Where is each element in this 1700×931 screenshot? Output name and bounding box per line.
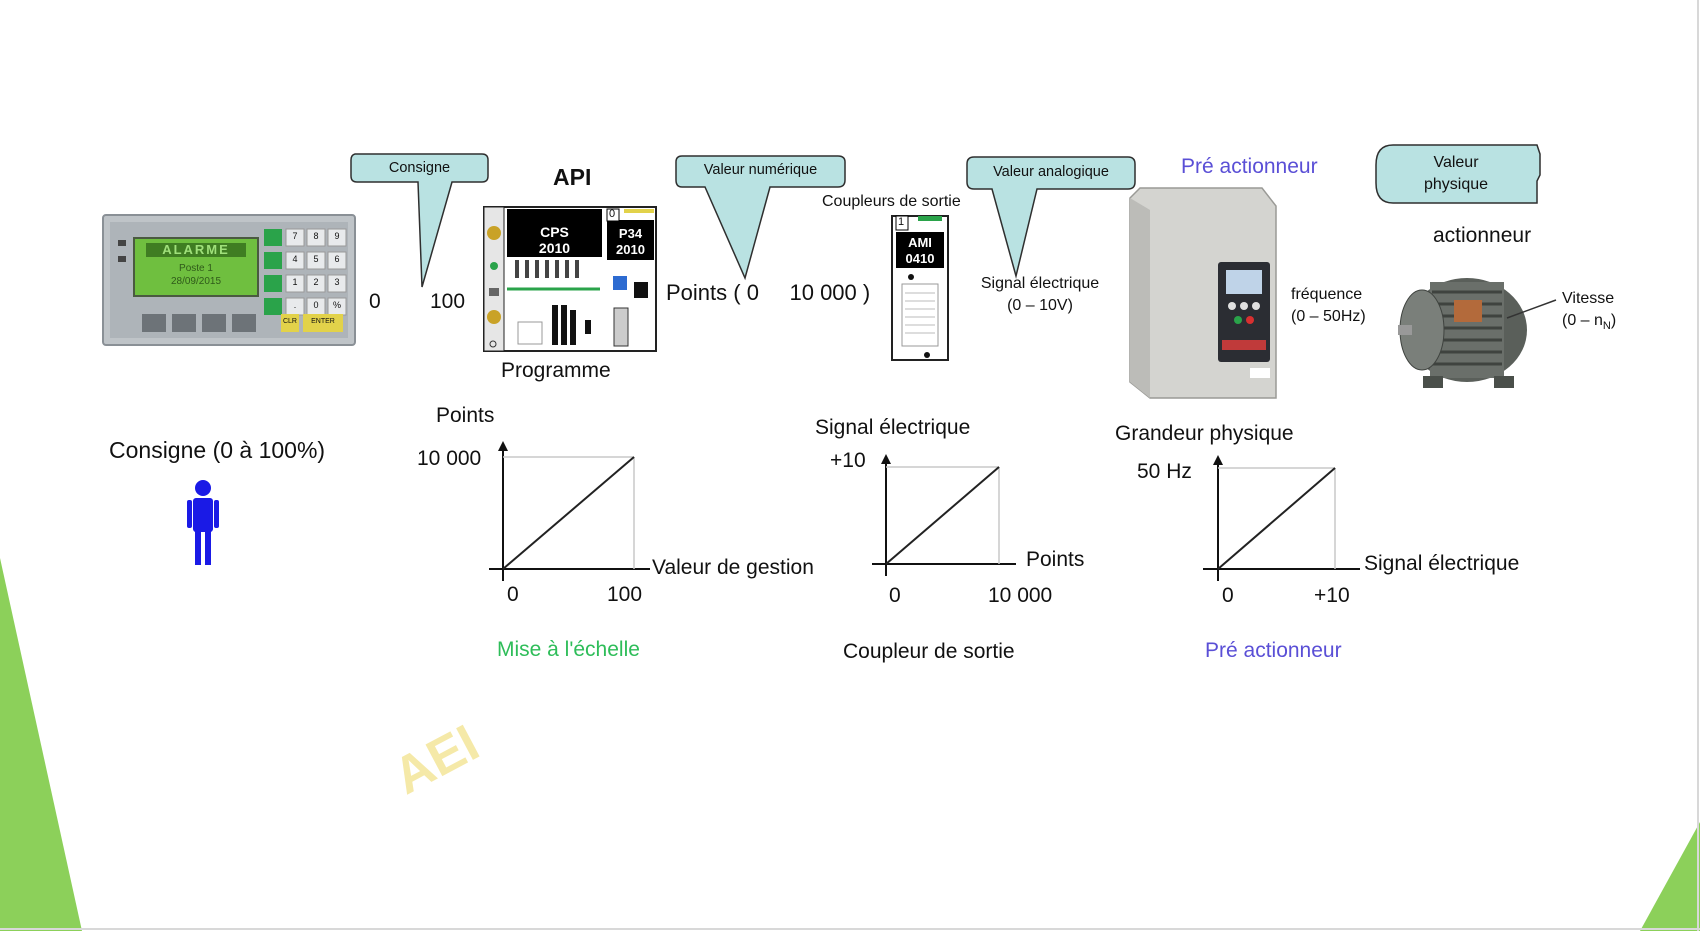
chart2-xlabel: Points — [1026, 548, 1085, 571]
chart3-y-arrow — [1213, 455, 1223, 465]
valeur-numerique-callout-label: Valeur numérique — [703, 162, 818, 178]
chart2-ytick: +10 — [830, 449, 866, 472]
chart1-series-line — [502, 456, 635, 570]
chart2-xtick-0: 0 — [889, 584, 901, 607]
consigne-range-max: 100 — [430, 290, 466, 313]
signal-label-top: Signal électrique (0 – 10V) — [980, 275, 1100, 314]
plc-cps-label: CPS 2010 — [538, 224, 571, 256]
left-green-triangle — [0, 558, 82, 931]
points-range-label: Points ( 0 10 000 ) — [666, 280, 871, 305]
chart1-ylabel: Points — [436, 404, 495, 427]
consigne-callout-label: Consigne — [388, 160, 451, 176]
coupler-module-label: AMI 0410 — [905, 235, 935, 266]
chart1-ytick: 10 000 — [417, 447, 482, 470]
chart2-caption: Coupleur de sortie — [843, 640, 1015, 663]
chart1-xtick-0: 0 — [507, 583, 519, 606]
vitesse-label: Vitesse (0 – nN) — [1562, 290, 1617, 333]
chart3-caption: Pré actionneur — [1205, 639, 1342, 662]
chart1-caption: Mise à l'échelle — [497, 638, 640, 661]
api-caption: Programme — [501, 359, 611, 382]
consigne-title: Consigne (0 à 100%) — [109, 437, 326, 463]
hmi-keypad — [285, 228, 347, 316]
valeur-physique-callout-shape — [1375, 144, 1541, 204]
hmi-screen-line2: 28/09/2015 — [170, 276, 222, 287]
plc-slot-number: 0 — [609, 208, 616, 220]
coupler-slot-number: 1 — [898, 216, 905, 228]
coupler-caption: Coupleurs de sortie — [822, 193, 961, 210]
hmi-function-keys — [142, 314, 343, 332]
consigne-range-min: 0 — [369, 290, 381, 313]
chart3-xtick-0: 0 — [1222, 584, 1234, 607]
frequence-label: fréquence (0 – 50Hz) — [1291, 286, 1366, 325]
consigne-callout-shape — [350, 153, 489, 288]
api-title: API — [553, 164, 592, 190]
valeur-numerique-callout-shape — [675, 155, 846, 281]
chart1-xlabel: Valeur de gestion — [652, 556, 814, 579]
right-green-triangle — [1640, 822, 1700, 931]
chart2-xtick-1: 10 000 — [988, 584, 1053, 607]
valeur-physique-callout-label: Valeur physique — [1423, 154, 1489, 193]
hmi-screen-line1: Poste 1 — [179, 263, 213, 274]
valeur-analogique-callout-label: Valeur analogique — [993, 164, 1109, 180]
plc-p34-label: P34 2010 — [616, 226, 645, 257]
actionneur-title: actionneur — [1433, 224, 1532, 247]
chart3-series-line — [1217, 467, 1336, 570]
valeur-analogique-callout-shape — [966, 156, 1136, 279]
chart2-y-arrow — [881, 454, 891, 464]
chart1-xtick-1: 100 — [607, 583, 643, 606]
pre-actionneur-title: Pré actionneur — [1181, 155, 1318, 178]
chart3-xlabel: Signal électrique — [1364, 552, 1520, 575]
chart3-xtick-1: +10 — [1314, 584, 1350, 607]
chart3-ytick: 50 Hz — [1137, 460, 1192, 483]
hmi-screen-title: ALARME — [162, 242, 230, 257]
chart1-y-arrow — [498, 441, 508, 451]
hmi-nav-keys — [264, 229, 282, 315]
chart2-ylabel: Signal électrique — [815, 416, 971, 439]
chart2-series-line — [885, 466, 1000, 565]
chart3-ylabel: Grandeur physique — [1115, 422, 1294, 445]
